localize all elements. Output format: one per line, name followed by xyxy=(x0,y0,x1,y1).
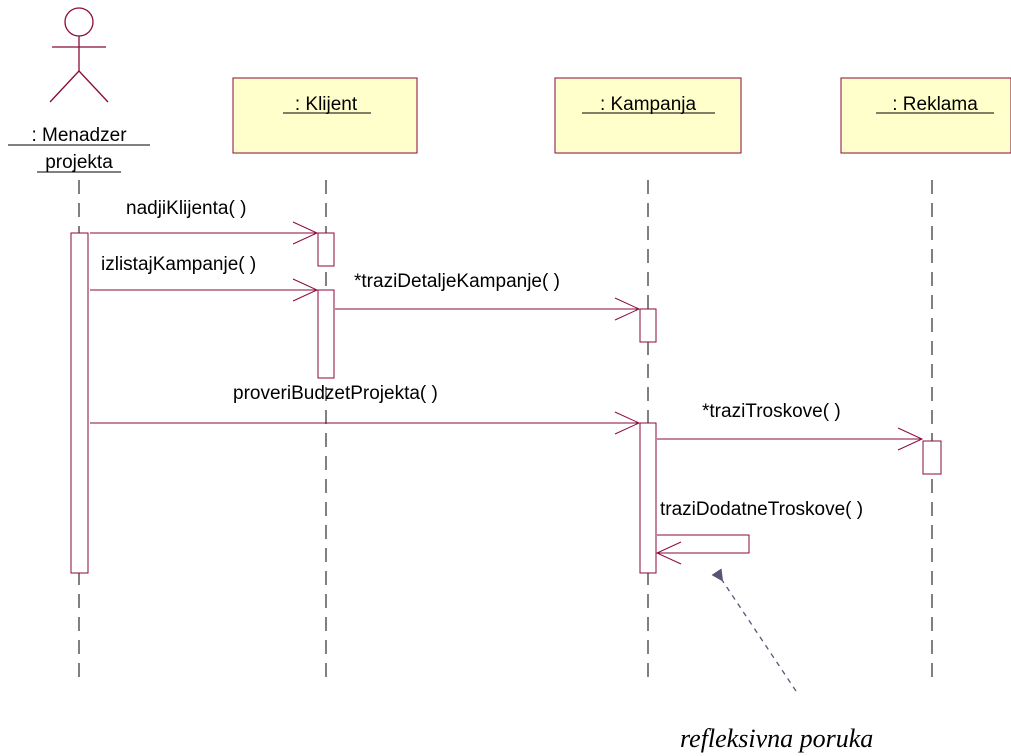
message-label-traziTroskove: *traziTroskove( ) xyxy=(702,401,841,422)
annotation-arrow xyxy=(711,568,797,692)
actor-label-line1: : Menadzer xyxy=(31,125,127,146)
actor-icon xyxy=(49,7,109,103)
activation-klijent-1 xyxy=(317,232,335,267)
activation-reklama xyxy=(922,440,942,475)
message-label-nadjiKlijenta: nadjiKlijenta( ) xyxy=(126,198,246,219)
object-label-reklama: : Reklama xyxy=(892,94,978,115)
activation-kampanja-1 xyxy=(639,308,657,343)
message-proveriBudzetProjekta xyxy=(90,411,641,435)
message-traziDodatneTroskove xyxy=(655,534,750,565)
activation-actor xyxy=(70,232,89,574)
message-izlistajKampanje xyxy=(90,278,319,302)
message-label-izlistajKampanje: izlistajKampanje( ) xyxy=(101,254,256,275)
object-box-klijent: : Klijent xyxy=(232,77,418,154)
activation-klijent-2 xyxy=(317,289,335,379)
object-box-reklama: : Reklama xyxy=(840,77,1011,154)
message-traziDetaljeKampanje xyxy=(335,297,641,321)
message-label-traziDodatneTroskove: traziDodatneTroskove( ) xyxy=(660,499,863,520)
object-label-kampanja: : Kampanja xyxy=(600,94,697,115)
message-label-proveriBudzetProjekta: proveriBudzetProjekta( ) xyxy=(233,383,438,404)
message-nadjiKlijenta xyxy=(90,221,319,245)
message-label-traziDetaljeKampanje: *traziDetaljeKampanje( ) xyxy=(354,271,560,292)
annotation-text: refleksivna poruka xyxy=(680,724,873,753)
actor-label-line2: projekta xyxy=(45,152,113,173)
message-traziTroskove xyxy=(657,427,924,451)
activation-kampanja-2 xyxy=(639,422,657,574)
object-label-klijent: : Klijent xyxy=(295,94,358,115)
object-box-kampanja: : Kampanja xyxy=(554,77,742,154)
